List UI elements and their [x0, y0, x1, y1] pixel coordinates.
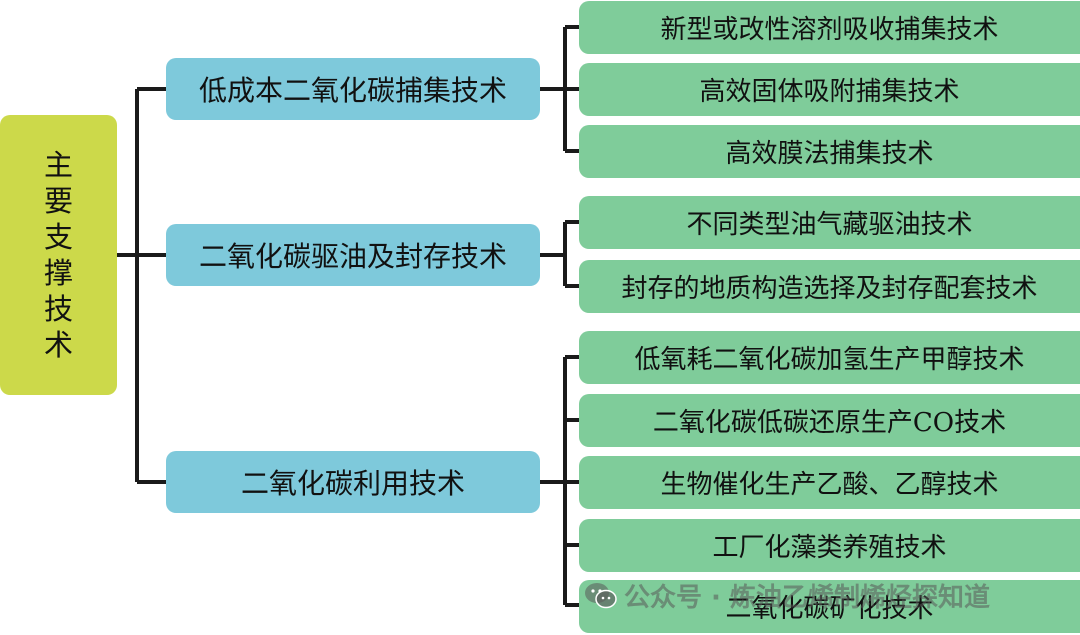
- leaf-node: 二氧化碳矿化技术: [579, 580, 1080, 633]
- leaf-node: 高效固体吸附捕集技术: [579, 63, 1080, 116]
- leaf-node: 新型或改性溶剂吸收捕集技术: [579, 1, 1080, 54]
- leaf-node: 工厂化藻类养殖技术: [579, 519, 1080, 572]
- root-char: 术: [43, 328, 73, 362]
- root-char: 技: [43, 292, 73, 326]
- category-node-eor-storage: 二氧化碳驱油及封存技术: [166, 224, 540, 286]
- leaf-node: 封存的地质构造选择及封存配套技术: [579, 260, 1080, 313]
- leaf-node: 低氧耗二氧化碳加氢生产甲醇技术: [579, 331, 1080, 384]
- category-node-utilization: 二氧化碳利用技术: [166, 451, 540, 513]
- leaf-node: 高效膜法捕集技术: [579, 125, 1080, 178]
- root-char: 主: [43, 148, 73, 182]
- root-char: 要: [43, 184, 73, 218]
- category-node-capture: 低成本二氧化碳捕集技术: [166, 58, 540, 120]
- leaf-node: 生物催化生产乙酸、乙醇技术: [579, 456, 1080, 509]
- root-char: 支: [43, 220, 73, 254]
- leaf-node: 二氧化碳低碳还原生产CO技术: [579, 394, 1080, 447]
- root-char: 撑: [43, 256, 73, 290]
- leaf-node: 不同类型油气藏驱油技术: [579, 196, 1080, 249]
- root-node: 主 要 支 撑 技 术: [0, 115, 117, 395]
